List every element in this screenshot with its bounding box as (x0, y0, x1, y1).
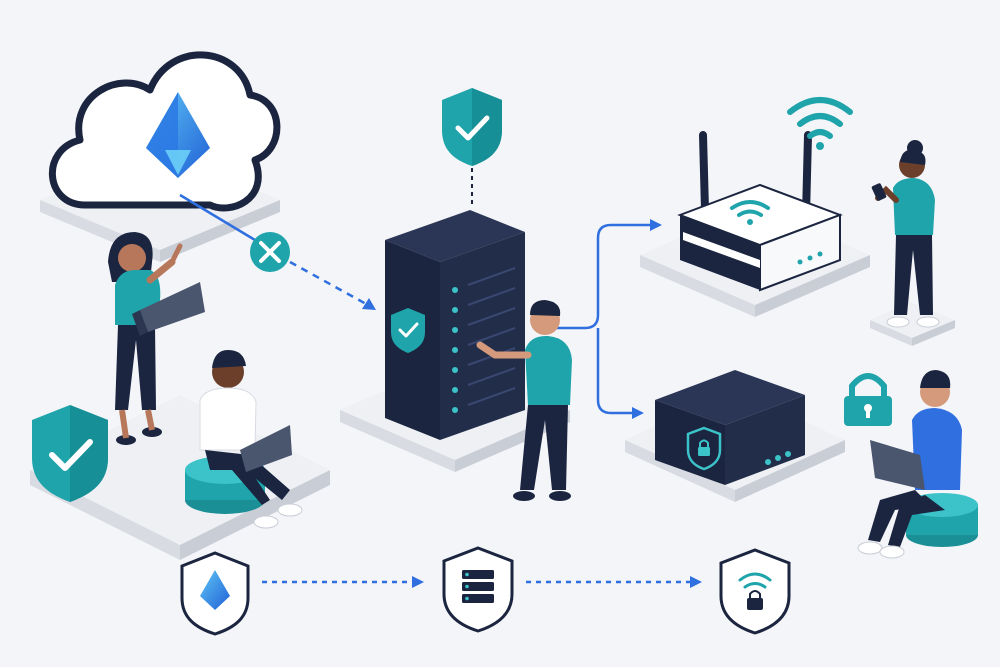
flow-shield-entra-icon (180, 551, 250, 636)
secure-appliance-icon (655, 370, 805, 485)
server-status-lights (452, 267, 516, 413)
server-branch-lines (555, 219, 662, 419)
flow-arrow-2 (526, 576, 702, 588)
server-shield-check-icon (391, 308, 425, 353)
person-man-at-server (476, 300, 572, 501)
flow-arrow-1 (262, 576, 424, 588)
azure-entra-logo-icon (146, 92, 210, 178)
wifi-icon (787, 97, 853, 150)
person-man-seated-blue (857, 370, 978, 559)
wifi-router-icon (677, 131, 843, 292)
person-woman-with-laptop (108, 232, 205, 445)
flow-shield-server-icon (442, 546, 514, 633)
mobile-user-platform (870, 302, 955, 346)
blocked-x-icon (250, 232, 290, 272)
blocked-connection-line (179, 193, 376, 310)
person-man-seated-laptop (185, 350, 303, 529)
router-wifi-symbol (730, 200, 770, 225)
server-rack-icon (385, 210, 525, 440)
shield-check-icon (442, 88, 502, 166)
team-shield-check-icon (32, 405, 108, 502)
person-woman-with-phone (871, 140, 940, 328)
flow-shield-wifi-lock-icon (719, 548, 791, 635)
padlock-icon (844, 373, 892, 426)
appliance-shield-lock-icon (686, 426, 722, 471)
